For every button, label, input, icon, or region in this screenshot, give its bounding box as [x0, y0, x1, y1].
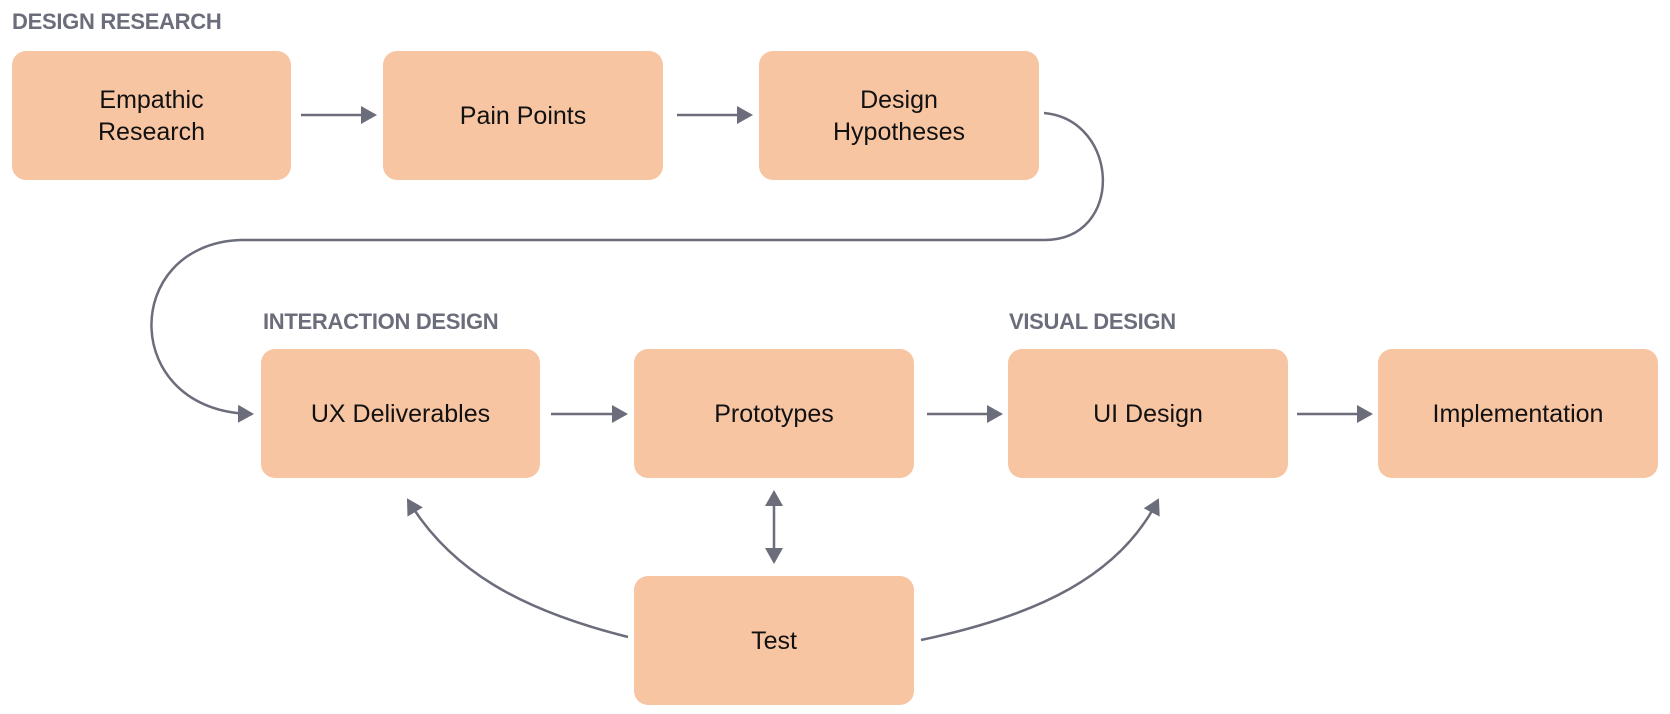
node-empathic-research[interactable]: Empathic Research [12, 51, 291, 180]
node-test[interactable]: Test [634, 576, 914, 705]
node-label: UI Design [1093, 399, 1203, 428]
node-implementation[interactable]: Implementation [1378, 349, 1658, 478]
node-label: Prototypes [714, 399, 834, 428]
curve-connector-to-ux [150, 238, 254, 423]
node-label: Design Hypotheses [832, 85, 966, 146]
node-label: Test [751, 626, 797, 655]
curve-test-to-ui [920, 498, 1160, 642]
node-design-hypotheses[interactable]: Design Hypotheses [759, 51, 1039, 180]
section-label-interaction-design: INTERACTION DESIGN [263, 309, 499, 334]
node-label: Pain Points [459, 101, 587, 130]
node-label: Implementation [1432, 399, 1604, 428]
node-label: UX Deliverables [310, 399, 491, 428]
node-ux-deliverables[interactable]: UX Deliverables [261, 349, 540, 478]
node-prototypes[interactable]: Prototypes [634, 349, 914, 478]
curve-test-to-ux [406, 498, 629, 639]
node-pain-points[interactable]: Pain Points [383, 51, 663, 180]
curve-hypotheses-to-connector [1043, 111, 1105, 242]
node-ui-design[interactable]: UI Design [1008, 349, 1288, 478]
section-label-design-research: DESIGN RESEARCH [12, 9, 222, 34]
node-label: Empathic Research [98, 85, 205, 146]
section-label-visual-design: VISUAL DESIGN [1009, 309, 1176, 334]
